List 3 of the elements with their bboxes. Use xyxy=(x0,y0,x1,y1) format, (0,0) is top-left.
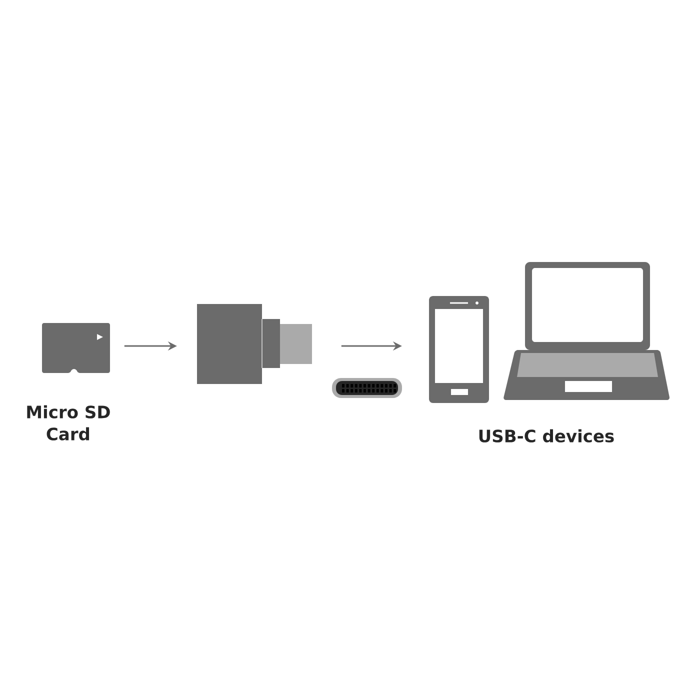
node-label: Micro SD Card xyxy=(27,405,110,440)
node-label: USB-C devices xyxy=(479,429,614,442)
card-reader-drawing xyxy=(197,304,312,384)
